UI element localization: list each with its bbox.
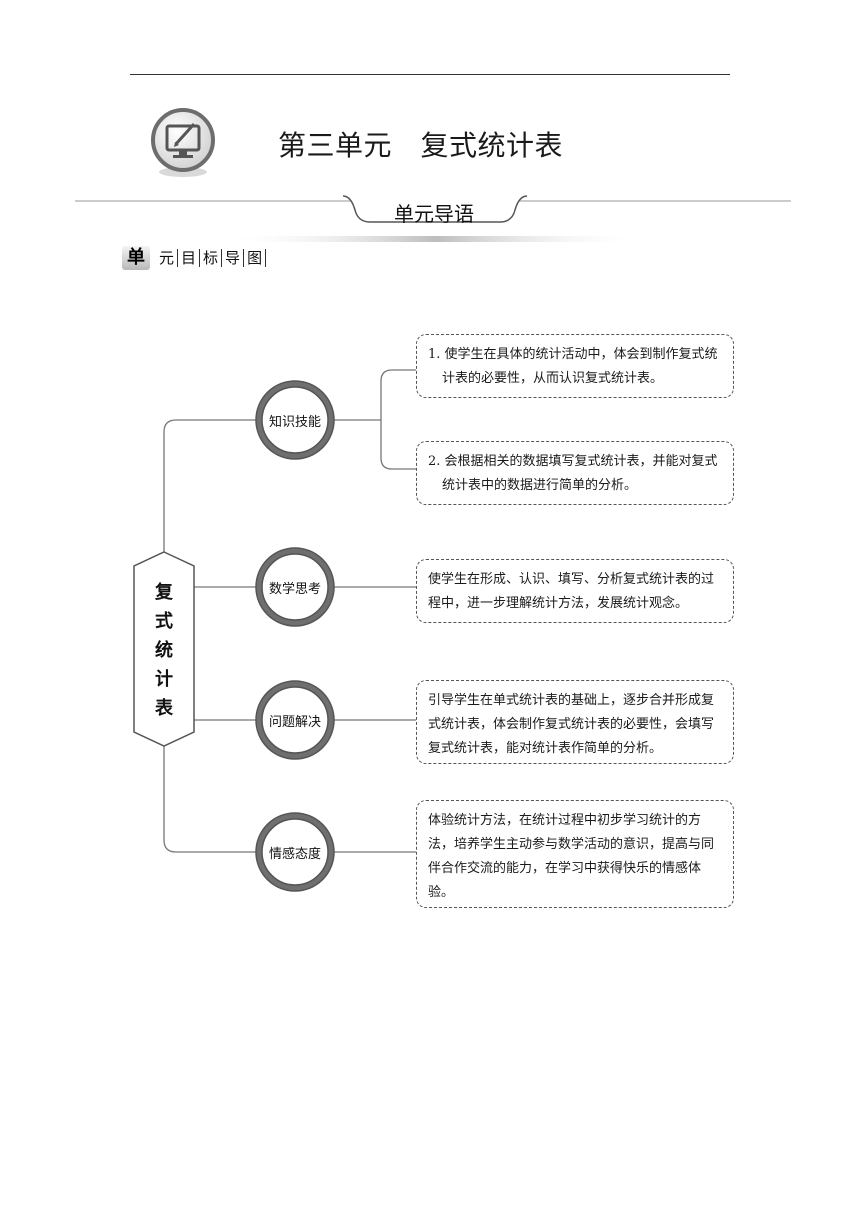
branch-label-knowledge: 知识技能 xyxy=(268,415,321,430)
branch-label-attitude: 情感态度 xyxy=(268,847,321,862)
heading-char: 元 xyxy=(156,249,179,267)
center-char: 复 xyxy=(155,582,173,603)
center-hexagon xyxy=(133,551,195,747)
section-heading: 单 元 目 标 导 图 xyxy=(122,243,267,273)
computer-pen-icon xyxy=(151,108,215,177)
top-rule xyxy=(130,74,730,75)
heading-first-char: 单 xyxy=(122,246,150,270)
branch-label-problem-solving: 问题解决 xyxy=(268,715,321,730)
heading-char: 目 xyxy=(178,249,201,267)
center-topic: 复 式 统 计 表 xyxy=(140,578,188,723)
heading-char: 标 xyxy=(200,249,223,267)
goal-box: 使学生在形成、认识、填写、分析复式统计表的过程中，进一步理解统计方法，发展统计观… xyxy=(416,559,734,623)
center-char: 表 xyxy=(155,698,173,719)
branch-label-thinking: 数学思考 xyxy=(268,582,321,597)
center-char: 统 xyxy=(155,640,173,661)
heading-char: 图 xyxy=(244,249,267,267)
unit-intro-banner xyxy=(75,195,791,242)
goal-box: 1. 使学生在具体的统计活动中，体会到制作复式统计表的必要性，从而认识复式统计表… xyxy=(416,334,734,398)
banner-title: 单元导语 xyxy=(394,202,474,226)
unit-title: 第三单元 复式统计表 xyxy=(278,129,564,162)
center-char: 式 xyxy=(155,611,173,632)
goal-box: 引导学生在单式统计表的基础上，逐步合并形成复式统计表，体会制作复式统计表的必要性… xyxy=(416,680,734,764)
goal-box: 2. 会根据相关的数据填写复式统计表，并能对复式统计表中的数据进行简单的分析。 xyxy=(416,441,734,505)
goal-box: 体验统计方法，在统计过程中初步学习统计的方法，培养学生主动参与数学活动的意识，提… xyxy=(416,800,734,908)
heading-char: 导 xyxy=(222,249,245,267)
center-char: 计 xyxy=(155,669,173,690)
